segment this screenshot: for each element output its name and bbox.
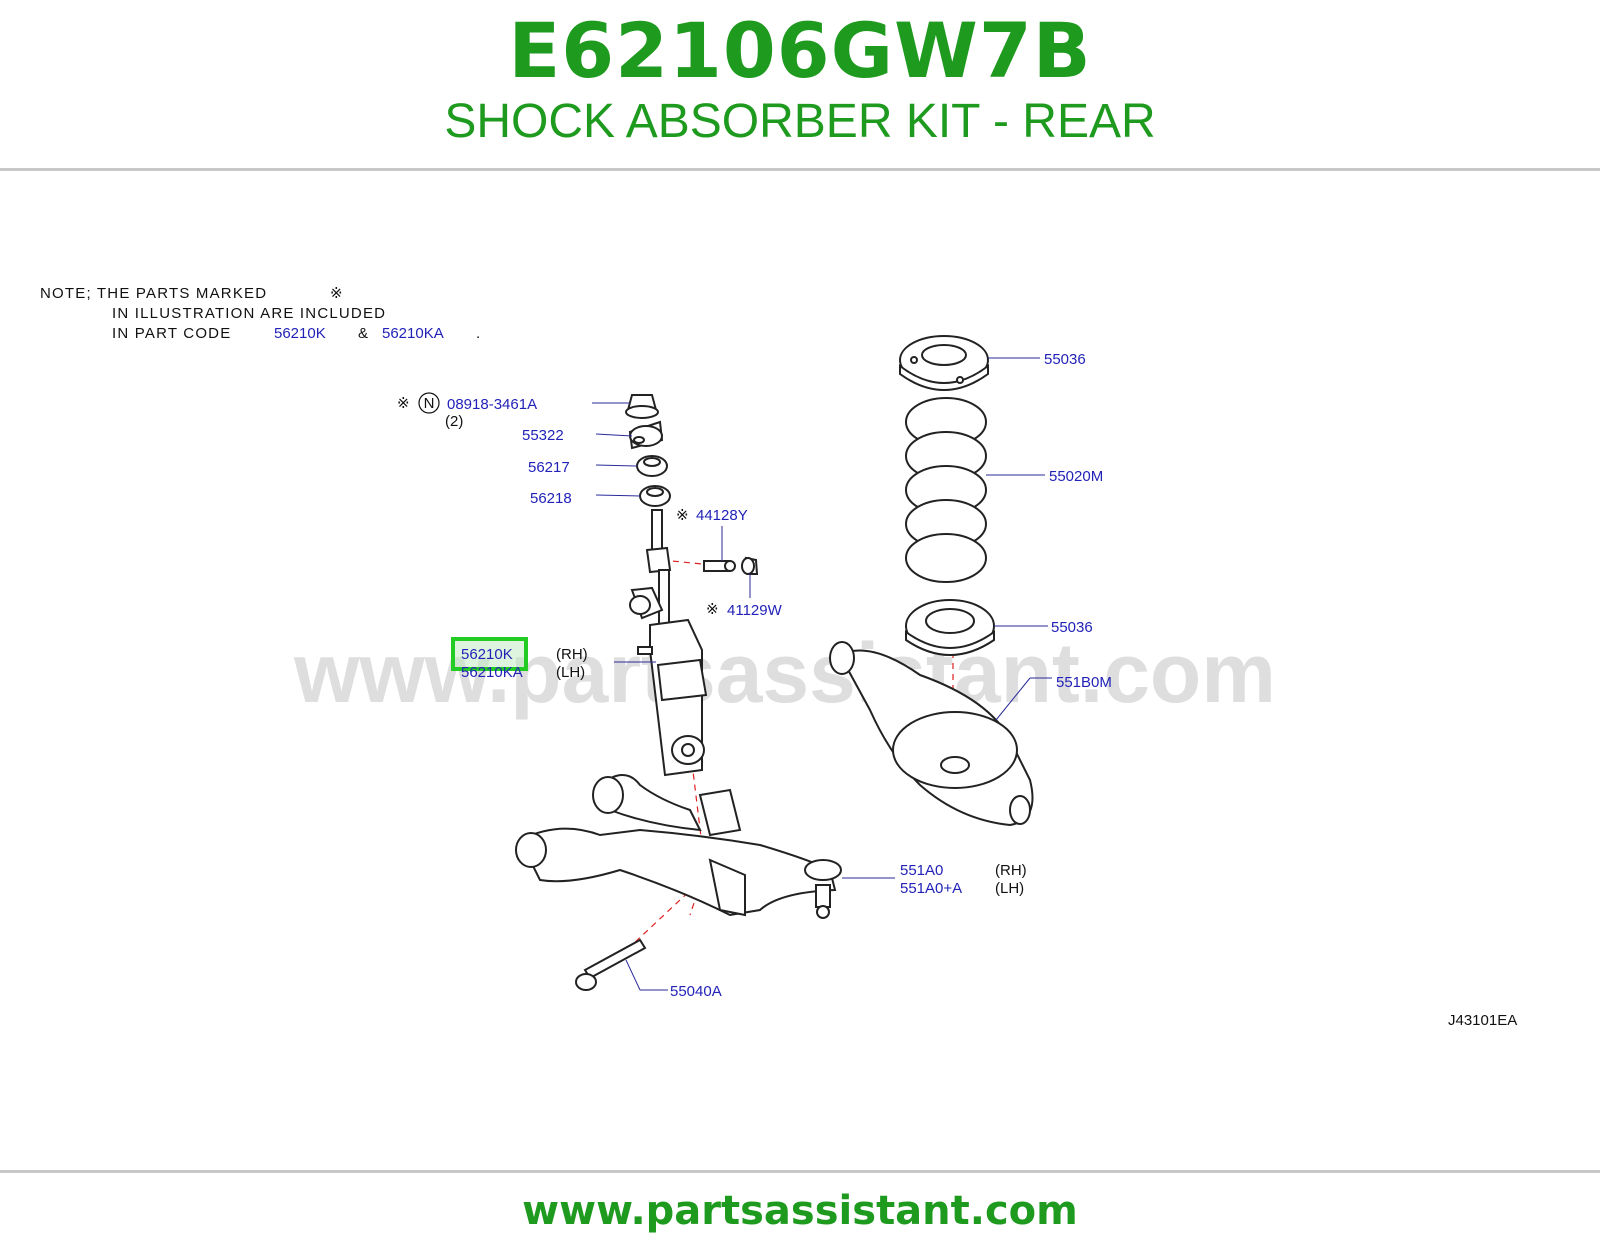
label-551a0[interactable]: 551A0 bbox=[900, 862, 943, 879]
label-08918-qty: (2) bbox=[445, 413, 463, 430]
label-56217[interactable]: 56217 bbox=[528, 459, 570, 476]
note-ampersand: & bbox=[358, 325, 368, 342]
label-55040a[interactable]: 55040A bbox=[670, 983, 722, 1000]
leader-lines bbox=[592, 357, 1052, 991]
part-labels: ※ N 08918-3461A (2) 55322 56217 56218 ※ … bbox=[397, 351, 1517, 1029]
page-footer: www.partsassistant.com bbox=[0, 1170, 1600, 1243]
label-44128y[interactable]: 44128Y bbox=[696, 507, 748, 524]
label-55322[interactable]: 55322 bbox=[522, 427, 564, 444]
note-code-a[interactable]: 56210K bbox=[274, 325, 326, 342]
footer-url-link[interactable]: www.partsassistant.com bbox=[522, 1188, 1078, 1234]
shock-absorber-part[interactable] bbox=[629, 509, 708, 777]
note-block: NOTE; THE PARTS MARKED ※ IN ILLUSTRATION… bbox=[40, 285, 480, 342]
label-55036-bottom[interactable]: 55036 bbox=[1051, 619, 1093, 636]
bolt-55040a-part[interactable] bbox=[575, 938, 647, 991]
page-header: E62106GW7B SHOCK ABSORBER KIT - REAR bbox=[0, 0, 1600, 171]
note-line-1: NOTE; THE PARTS MARKED bbox=[40, 285, 267, 302]
watermark-text: www.partsassistant.com bbox=[293, 626, 1276, 720]
note-code-b[interactable]: 56210KA bbox=[382, 325, 444, 342]
label-551b0m[interactable]: 551B0M bbox=[1056, 674, 1112, 691]
selected-part-highlight bbox=[451, 637, 528, 671]
spring-seat-lower-part[interactable] bbox=[905, 599, 995, 656]
diagram-id-label: J43101EA bbox=[1448, 1012, 1517, 1029]
mark-symbol-44128y: ※ bbox=[676, 507, 689, 524]
parts-diagram: www.partsassistant.com NOTE; THE PARTS M… bbox=[40, 285, 1517, 1029]
lower-arm-551a0-part[interactable] bbox=[515, 774, 842, 919]
label-08918-3461a[interactable]: 08918-3461A bbox=[447, 396, 537, 413]
label-56210ka-side: (LH) bbox=[556, 664, 585, 681]
upper-link-551b0m-part[interactable] bbox=[829, 641, 1034, 827]
label-41129w[interactable]: 41129W bbox=[727, 602, 783, 619]
label-551a0a[interactable]: 551A0+A bbox=[900, 880, 962, 897]
label-56218[interactable]: 56218 bbox=[530, 490, 572, 507]
spring-seat-upper-part[interactable] bbox=[899, 335, 989, 391]
part-description-title: SHOCK ABSORBER KIT - REAR bbox=[444, 95, 1156, 148]
label-551a0-side: (RH) bbox=[995, 862, 1027, 879]
mount-bracket-part[interactable] bbox=[628, 420, 664, 450]
label-551a0a-side: (LH) bbox=[995, 880, 1024, 897]
mark-symbol-08918: ※ bbox=[397, 395, 410, 412]
note-line-3-prefix: IN PART CODE bbox=[112, 325, 231, 342]
label-56210k-side: (RH) bbox=[556, 646, 588, 663]
label-56210k[interactable]: 56210K bbox=[461, 646, 513, 663]
cap-41129w-part[interactable] bbox=[741, 556, 759, 575]
label-55036-top[interactable]: 55036 bbox=[1044, 351, 1086, 368]
note-line-2: IN ILLUSTRATION ARE INCLUDED bbox=[112, 305, 386, 322]
mark-symbol-41129w: ※ bbox=[706, 601, 719, 618]
label-55020m[interactable]: 55020M bbox=[1049, 468, 1103, 485]
note-mark-symbol: ※ bbox=[330, 285, 343, 302]
part-code-title: E62106GW7B bbox=[508, 6, 1092, 95]
note-dot: . bbox=[476, 325, 480, 342]
bushing-56217-part[interactable] bbox=[636, 455, 668, 477]
coil-spring-part bbox=[905, 397, 987, 583]
n-circle-letter: N bbox=[424, 395, 435, 412]
bushing-56218-part[interactable] bbox=[639, 485, 671, 507]
label-56210ka[interactable]: 56210KA bbox=[461, 664, 523, 681]
n-circle-icon bbox=[418, 392, 440, 414]
upper-nut-part[interactable] bbox=[625, 394, 659, 419]
pin-44128y-part[interactable] bbox=[703, 560, 736, 572]
